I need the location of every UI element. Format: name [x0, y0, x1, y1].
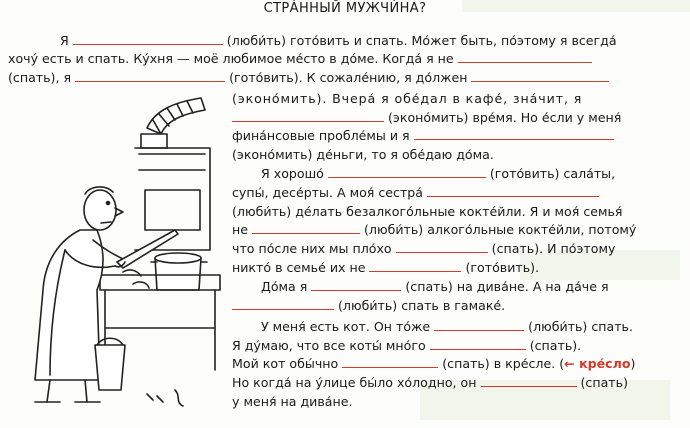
answer-blank[interactable] [480, 375, 577, 387]
exercise-line-11: не (люби́ть) алкого́льные кокте́йли, пот… [232, 222, 637, 237]
exercise-line-18: Мой кот обы́чно (спать) в кре́сле. (← кр… [232, 356, 636, 371]
exercise-line-14: До́ма я (спать) на дива́не. А на да́че я [261, 279, 609, 294]
exercise-line-16: У меня́ есть кот. Он то́же (люби́ть) спа… [261, 319, 633, 334]
cook-illustration [34, 97, 221, 407]
exercise-line-5: (эконо́мить) вре́мя. Но е́сли у меня́ [232, 110, 621, 126]
answer-blank[interactable] [471, 70, 610, 82]
answer-blank[interactable] [434, 319, 525, 331]
answer-blank[interactable] [232, 298, 334, 310]
answer-blank[interactable] [342, 356, 439, 368]
exercise-line-12: что по́сле них мы пло́хо (спать). И по́э… [232, 241, 616, 256]
exercise-line-17: Я ду́маю, что все коты́ мно́го (спать). [232, 338, 582, 353]
page-title: СТРА́ННЫЙ МУЖЧИ́НА? [263, 1, 427, 16]
exercise-line-9: супы́, десе́рты. А моя́ сестра́ [232, 185, 600, 201]
answer-blank[interactable] [369, 260, 462, 272]
exercise-line-3: (спать), я (гото́вить). К сожале́нию, я … [8, 70, 610, 86]
exercise-line-20: у меня́ на дива́не. [232, 394, 353, 409]
exercise-line-2: хочу́ есть и спать. Ку́хня — моё любимое… [8, 51, 592, 67]
exercise-line-13: никто́ в семье́ их не (гото́вить). [232, 260, 540, 275]
exercise-line-8: Я хорошо́ (гото́вить) сала́ты, [261, 166, 616, 181]
vocabulary-hint: ← кре́сло [564, 356, 631, 371]
answer-blank[interactable] [429, 338, 526, 350]
answer-blank[interactable] [427, 185, 600, 197]
exercise-line-1: Я (люби́ть) гото́вить и спать. Мо́жет бы… [60, 33, 617, 48]
exercise-line-6: фина́нсовые пробле́мы и я [232, 128, 614, 144]
answer-blank[interactable] [457, 51, 592, 63]
answer-blank[interactable] [232, 110, 384, 122]
background-bleed [520, 250, 680, 280]
answer-blank[interactable] [252, 222, 360, 234]
answer-blank[interactable] [395, 241, 488, 253]
exercise-line-15: (люби́ть) спать в гамаке́. [232, 298, 505, 314]
answer-blank[interactable] [327, 166, 486, 178]
answer-blank[interactable] [311, 279, 402, 291]
exercise-line-10: (люби́ть) де́лать безалкого́льные кокте́… [232, 204, 623, 219]
answer-blank[interactable] [72, 33, 223, 45]
answer-blank[interactable] [413, 128, 614, 140]
exercise-line-7: (эконо́мить) де́ньги, то я обе́даю до́ма… [232, 147, 494, 162]
background-bleed [462, 0, 690, 12]
exercise-line-4: (эконо́мить). Вчера́ я обе́дал в кафе́, … [232, 91, 583, 106]
exercise-line-19: Но когда́ на у́лице бы́ло хо́лодно, он (… [232, 375, 628, 390]
answer-blank[interactable] [75, 70, 226, 82]
